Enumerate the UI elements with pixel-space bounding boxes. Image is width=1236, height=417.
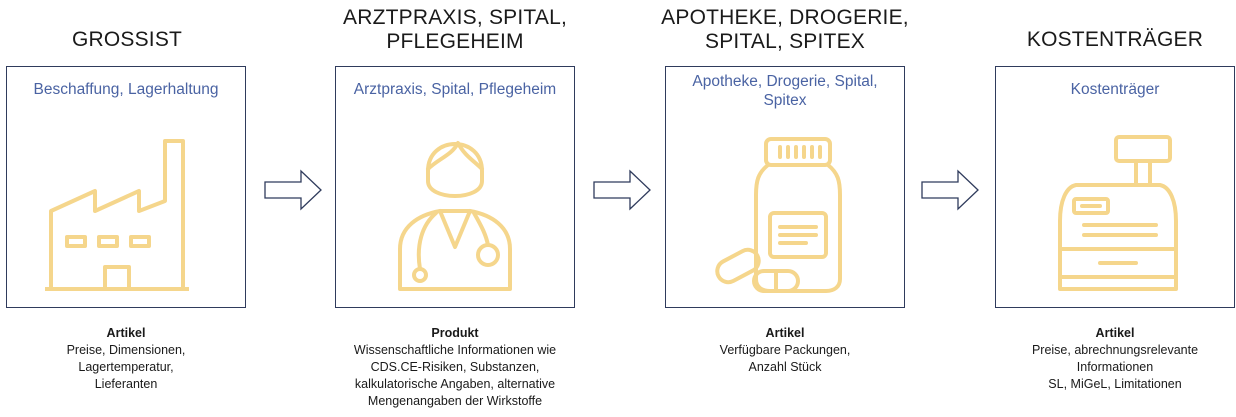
stage-2-desc-line: Wissenschaftliche Informationen wie: [353, 343, 557, 357]
arrow-right-icon: [921, 169, 979, 211]
stage-2-desc-line: kalkulatorische Angaben, alternative: [354, 377, 556, 391]
stage-4-heading: KOSTENTRÄGER: [960, 28, 1236, 52]
stage-3-box: Apotheke, Drogerie, Spital, Spitex: [665, 66, 905, 308]
stage-4-desc-line: Preise, abrechnungsrelevante: [1031, 343, 1199, 357]
stage-1-desc-title: Artikel: [106, 326, 146, 340]
stage-2-desc-line: Mengenangaben der Wirkstoffe: [367, 394, 543, 408]
cash-register-icon: [1058, 135, 1178, 291]
stage-3-description: Artikel Verfügbare Packungen, Anzahl Stü…: [635, 325, 935, 376]
stage-3-box-label: Apotheke, Drogerie, Spital, Spitex: [692, 73, 878, 109]
stage-2-description: Produkt Wissenschaftliche Informationen …: [305, 325, 605, 410]
stage-2-desc-title: Produkt: [431, 326, 479, 340]
stage-4-heading-line: KOSTENTRÄGER: [1026, 28, 1204, 51]
stage-3-heading: APOTHEKE, DROGERIE, SPITAL, SPITEX: [630, 6, 940, 54]
stage-3-heading-line: SPITAL, SPITEX: [705, 30, 865, 53]
factory-icon: [45, 139, 189, 291]
stage-1-heading-line: GROSSIST: [71, 28, 183, 51]
stage-4-desc-line: Informationen: [1076, 360, 1154, 374]
arrow-right-icon: [264, 169, 322, 211]
stage-1-desc-line: Lagertemperatur,: [78, 360, 174, 374]
stage-2-box: Arztpraxis, Spital, Pflegeheim: [335, 66, 575, 308]
stage-2-heading-line: PFLEGEHEIM: [386, 30, 524, 53]
stage-2-heading-line: ARZTPRAXIS, SPITAL,: [343, 6, 567, 29]
stage-2-desc-line: CDS.CE-Risiken, Substanzen,: [370, 360, 540, 374]
arrow-right-icon: [593, 169, 651, 211]
stage-3-desc-line: Verfügbare Packungen,: [719, 343, 851, 357]
stage-4-description: Artikel Preise, abrechnungsrelevante Inf…: [965, 325, 1236, 393]
stage-4-desc-title: Artikel: [1095, 326, 1135, 340]
stage-3-desc-line: Anzahl Stück: [748, 360, 822, 374]
doctor-icon: [398, 141, 512, 291]
stage-1-desc-line: Lieferanten: [94, 377, 158, 391]
stage-4-box-label: Kostenträger: [1070, 81, 1160, 98]
stage-1-heading: GROSSIST: [0, 28, 282, 52]
stage-1-box-label: Beschaffung, Lagerhaltung: [33, 81, 219, 98]
stage-2-heading: ARZTPRAXIS, SPITAL, PFLEGEHEIM: [300, 6, 610, 54]
stage-4-desc-line: SL, MiGeL, Limitationen: [1048, 377, 1182, 391]
stage-3-heading-line: APOTHEKE, DROGERIE,: [661, 6, 909, 29]
stage-4-box: Kostenträger: [995, 66, 1235, 308]
stage-3-desc-title: Artikel: [765, 326, 805, 340]
stage-1-description: Artikel Preise, Dimensionen, Lagertemper…: [0, 325, 276, 393]
stage-1-desc-line: Preise, Dimensionen,: [66, 343, 186, 357]
medicine-bottle-icon: [715, 137, 842, 293]
stage-1-box: Beschaffung, Lagerhaltung: [6, 66, 246, 308]
stage-2-box-label: Arztpraxis, Spital, Pflegeheim: [353, 81, 557, 98]
